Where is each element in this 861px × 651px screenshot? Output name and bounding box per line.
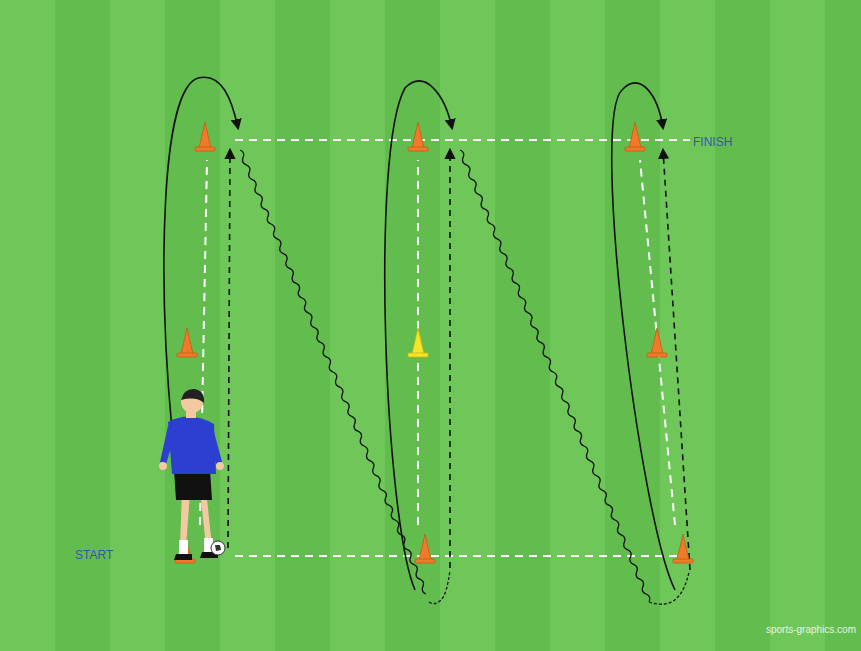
station-label: START [75,548,113,562]
watermark: sports-graphics.com [766,624,856,635]
curve-runs [164,77,675,590]
guide-lines [200,140,690,556]
cones [175,122,693,563]
dribble-lines [240,150,689,604]
station-label: FINISH [693,135,732,149]
grass-stripes [0,0,825,651]
run-lines [228,150,690,570]
player-figure [159,389,225,560]
